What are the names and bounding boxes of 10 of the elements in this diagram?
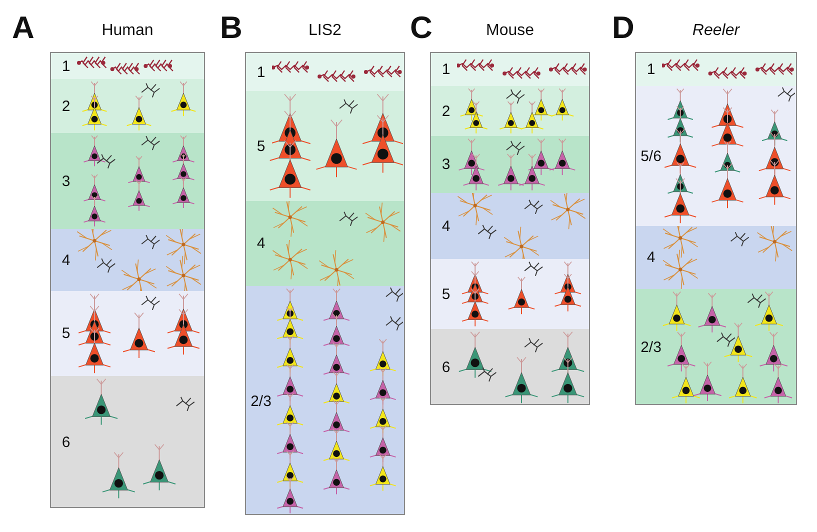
panel-title: Human	[100, 22, 154, 40]
panel-letter: B	[220, 10, 242, 46]
panel-letter: A	[12, 10, 34, 46]
panel-title: Reeler	[691, 22, 741, 40]
panel-title: LIS2	[308, 22, 342, 40]
layer-number: 2/3	[250, 392, 272, 410]
layer-number: 5/6	[640, 148, 662, 164]
panel-letter: C	[410, 10, 432, 46]
panel-letter: D	[612, 10, 634, 46]
panel-title: Mouse	[484, 22, 536, 40]
